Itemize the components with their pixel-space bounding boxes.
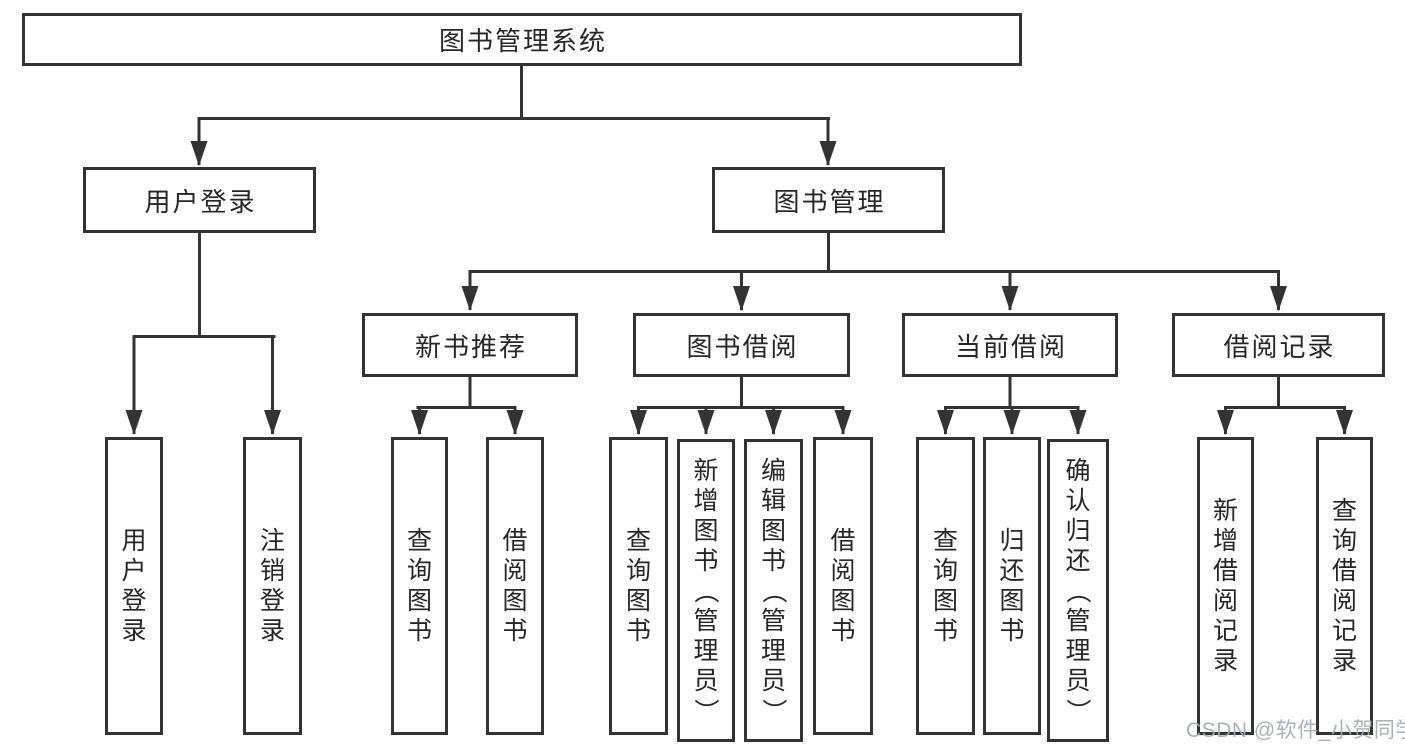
leaf-query-borrow-record: 查询借阅记录 <box>1316 437 1373 735</box>
node-label: 用户登录 <box>144 186 257 217</box>
node-current-borrowing: 当前借阅 <box>902 313 1118 377</box>
node-label: 用户登录 <box>121 527 147 645</box>
node-label: 新书推荐 <box>414 331 527 362</box>
node-label: 借阅记录 <box>1223 331 1336 362</box>
node-label: 新增借阅记录 <box>1212 497 1238 675</box>
leaf-add-borrow-record: 新增借阅记录 <box>1197 437 1254 735</box>
node-root-library-system: 图书管理系统 <box>22 13 1022 66</box>
node-label: 借阅图书 <box>830 527 856 645</box>
node-new-book-recommend: 新书推荐 <box>362 313 578 377</box>
node-label: 图书管理系统 <box>438 26 607 56</box>
node-label: 查询借阅记录 <box>1331 497 1357 675</box>
node-book-borrowing: 图书借阅 <box>633 313 850 377</box>
leaf-borrow-books-borrowing: 借阅图书 <box>813 437 873 735</box>
node-label: 编辑图书（管理员） <box>759 456 788 724</box>
node-label: 图书借阅 <box>686 331 799 362</box>
node-label: 借阅图书 <box>502 527 528 645</box>
leaf-query-books-current: 查询图书 <box>916 437 975 735</box>
node-label: 新增图书（管理员） <box>691 456 720 724</box>
node-label: 图书管理 <box>773 186 886 217</box>
node-label: 归还图书 <box>999 527 1025 645</box>
connector-trunk-lines <box>133 64 1346 409</box>
node-label: 查询图书 <box>625 527 651 645</box>
node-label: 注销登录 <box>259 527 285 645</box>
leaf-logout: 注销登录 <box>243 437 302 735</box>
leaf-borrow-books-recommend: 借阅图书 <box>486 437 544 735</box>
node-label: 查询图书 <box>932 527 958 645</box>
csdn-watermark: CSDN @软件_小贺同学 <box>1186 719 1405 742</box>
leaf-user-login: 用户登录 <box>105 437 163 735</box>
node-label: 查询图书 <box>406 527 432 645</box>
node-borrow-records: 借阅记录 <box>1172 313 1385 377</box>
leaf-return-books: 归还图书 <box>983 437 1041 735</box>
leaf-query-books-recommend: 查询图书 <box>391 437 448 735</box>
node-book-management: 图书管理 <box>712 167 945 233</box>
node-user-login: 用户登录 <box>83 167 316 233</box>
leaf-confirm-return-admin: 确认归还（管理员） <box>1047 439 1109 742</box>
leaf-query-books-borrowing: 查询图书 <box>609 437 668 735</box>
leaf-add-book-admin: 新增图书（管理员） <box>677 439 735 742</box>
leaf-edit-book-admin: 编辑图书（管理员） <box>744 439 803 742</box>
connector-arrows <box>125 117 1353 435</box>
node-label: 当前借阅 <box>954 331 1067 362</box>
node-label: 确认归还（管理员） <box>1063 456 1092 724</box>
